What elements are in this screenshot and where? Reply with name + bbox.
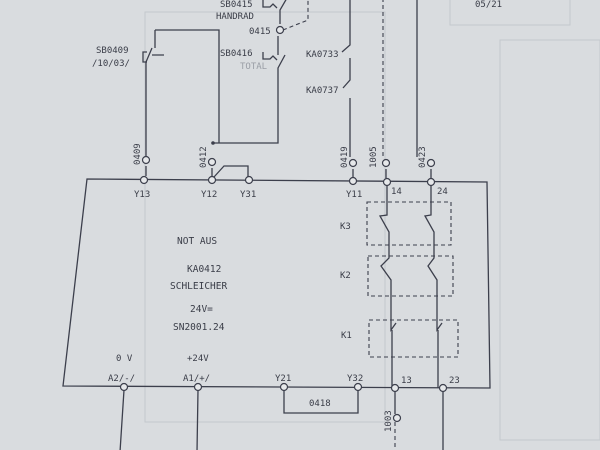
ka0737-label: KA0737 — [306, 86, 339, 96]
sb0415-note: HANDRAD — [216, 12, 254, 22]
supply-plus: +24V — [187, 354, 209, 364]
bottom-wiring — [119, 382, 448, 450]
top-terminals — [139, 175, 436, 187]
terminal-a2: A2/-/ — [108, 374, 135, 384]
background-sheet-lines — [144, 0, 600, 441]
terminal-24: 24 — [437, 187, 448, 197]
terminal-y13: Y13 — [134, 190, 150, 200]
contact-k3: K3 — [340, 222, 351, 232]
terminal-a1: A1/+/ — [183, 374, 210, 384]
wire-terminals — [141, 25, 436, 168]
module-model: SN2001.24 — [173, 322, 225, 333]
contact-blocks — [366, 182, 459, 388]
module-maker: SCHLEICHER — [170, 281, 227, 292]
terminal-y12: Y12 — [201, 190, 217, 200]
sb0409-note: /10/03/ — [92, 59, 130, 69]
supply-minus: 0 V — [116, 354, 133, 364]
wire-0415: 0415 — [249, 27, 271, 37]
wire-0423: 0423 — [418, 146, 428, 168]
terminal-13: 13 — [401, 376, 412, 386]
terminal-14: 14 — [391, 187, 402, 197]
module-text: NOT AUS KA0412 SCHLEICHER 24V= SN2001.24 — [170, 236, 227, 333]
wire-1003: 1003 — [384, 410, 394, 432]
sheet-ref: 05/21 — [475, 0, 502, 10]
sb0415-label: SB0415 — [220, 0, 253, 10]
module-title: NOT AUS — [177, 236, 217, 247]
terminal-y32: Y32 — [347, 374, 363, 384]
sb0416-note: TOTAL — [240, 62, 267, 72]
terminal-y21: Y21 — [275, 374, 291, 384]
terminal-y31: Y31 — [240, 190, 256, 200]
ka0733-label: KA0733 — [306, 50, 339, 60]
sb0409-label: SB0409 — [96, 46, 129, 56]
terminal-23: 23 — [449, 376, 460, 386]
wire-0412: 0412 — [199, 146, 209, 168]
module-id: KA0412 — [187, 264, 221, 275]
terminal-y11: Y11 — [346, 190, 362, 200]
sb0416-label: SB0416 — [220, 49, 253, 59]
wire-1005: 1005 — [369, 146, 379, 168]
wire-0419: 0419 — [340, 146, 350, 168]
contact-k2: K2 — [340, 271, 351, 281]
wire-0418: 0418 — [309, 399, 331, 409]
top-wiring — [142, 0, 432, 178]
contact-k1: K1 — [341, 331, 352, 341]
wire-0409: 0409 — [133, 143, 143, 165]
module-voltage: 24V= — [190, 304, 213, 315]
